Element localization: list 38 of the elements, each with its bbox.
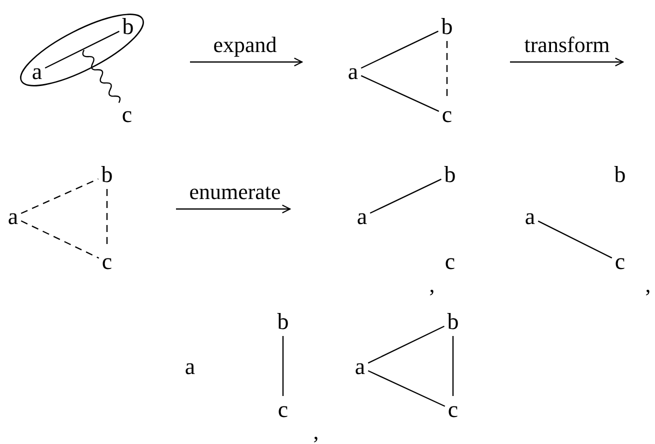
vertex-label: a [348, 61, 358, 83]
line [360, 75, 440, 112]
vertex-label: c [102, 251, 112, 273]
operation-label: expand [213, 33, 277, 57]
separator-comma: , [429, 273, 435, 297]
line [538, 220, 612, 258]
wavy-line [82, 50, 121, 103]
line [360, 30, 438, 69]
vertex-label: c [442, 104, 452, 126]
dashed-line [20, 178, 98, 214]
vertex-label: a [354, 356, 366, 378]
vertex-label: a [184, 356, 196, 378]
line [368, 326, 445, 364]
line [370, 178, 442, 214]
operation-label: transform [524, 33, 610, 57]
vertex-label: b [101, 164, 113, 186]
vertex-label: a [32, 61, 42, 83]
separator-comma: , [645, 273, 651, 297]
vertex-label: a [356, 206, 368, 228]
vertex-label: c [448, 399, 458, 421]
separator-comma: , [313, 420, 319, 444]
vertex-label: b [444, 164, 456, 186]
line [452, 336, 454, 396]
vertex-label: c [122, 104, 132, 126]
vertex-label: c [444, 251, 456, 273]
line [282, 336, 284, 396]
vertex-label: a [8, 206, 18, 228]
vertex-label: c [614, 251, 626, 273]
vertex-label: b [441, 16, 453, 38]
vertex-label: b [447, 311, 459, 333]
vertex-label: b [122, 16, 134, 38]
operation-label: enumerate [189, 180, 281, 204]
vertex-label: a [524, 206, 536, 228]
dashed-line [20, 220, 100, 259]
vertex-label: b [614, 164, 626, 186]
line [368, 370, 446, 407]
vertex-label: c [278, 399, 288, 421]
vertex-label: b [277, 311, 289, 333]
